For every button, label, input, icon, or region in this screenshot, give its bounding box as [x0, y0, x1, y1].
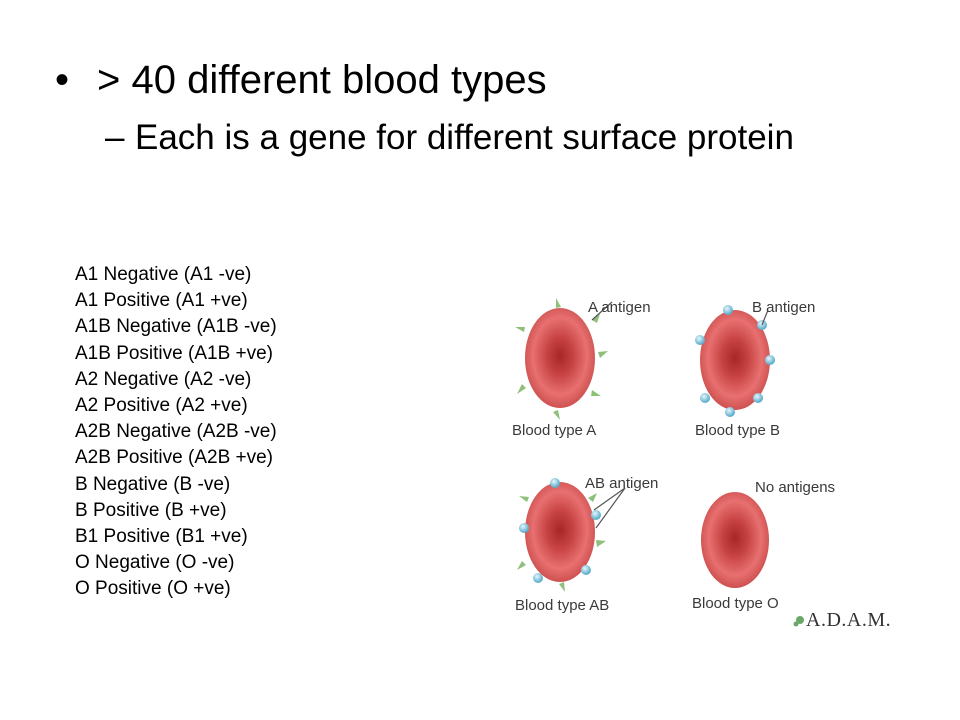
label-blood-type-o: Blood type O — [692, 595, 779, 612]
list-item: O Negative (O -ve) — [75, 552, 235, 574]
sub-bullet-text: Each is a gene for different surface pro… — [135, 118, 794, 157]
main-bullet: • > 40 different blood types — [55, 56, 547, 104]
sub-bullet-dash: – — [105, 118, 125, 157]
cell-type-ab: AB antigen Blood type AB — [515, 475, 658, 614]
b-antigen-pointer — [761, 309, 769, 326]
list-item: A1B Positive (A1B +ve) — [75, 342, 274, 364]
list-item: A1B Negative (A1B -ve) — [75, 316, 277, 338]
main-bullet-text: > 40 different blood types — [97, 58, 547, 102]
list-item: A1 Negative (A1 -ve) — [75, 264, 252, 285]
label-blood-type-ab: Blood type AB — [515, 597, 609, 614]
list-item: A1 Positive (A1 +ve) — [75, 290, 248, 312]
ab-antigen-pointer — [593, 487, 626, 511]
b-antigen-icon — [519, 478, 601, 583]
list-item: B Positive (B +ve) — [75, 499, 227, 521]
a-antigen-pointer — [591, 301, 613, 321]
list-item: B1 Positive (B1 +ve) — [75, 526, 248, 548]
list-item: A2B Negative (A2B -ve) — [75, 421, 277, 443]
list-item: O Positive (O +ve) — [75, 578, 231, 600]
blood-type-diagram: A antigen Blood type A B antigen Blood t… — [500, 270, 900, 640]
label-blood-type-b: Blood type B — [695, 422, 780, 439]
red-cell-a — [525, 308, 595, 408]
list-item: A2 Positive (A2 +ve) — [75, 395, 248, 417]
list-item: B Negative (B -ve) — [75, 473, 231, 495]
label-blood-type-a: Blood type A — [512, 422, 596, 439]
red-cell-o — [701, 492, 769, 588]
logo-text: A.D.A.M. — [806, 609, 891, 631]
blood-types-list: A1 Negative (A1 -ve) A1 Positive (A1 +ve… — [75, 262, 277, 603]
label-no-antigens: No antigens — [755, 479, 835, 496]
bullet-dot: • — [55, 58, 70, 102]
adam-logo: A.D.A.M. — [793, 609, 891, 631]
cell-type-b: B antigen Blood type B — [695, 299, 815, 439]
ab-antigen-pointer — [595, 487, 626, 529]
blood-type-diagram-svg: A antigen Blood type A B antigen Blood t… — [512, 298, 891, 631]
label-a-antigen: A antigen — [588, 299, 651, 316]
list-item: A2B Positive (A2B +ve) — [75, 447, 274, 469]
logo-mark-icon — [796, 616, 804, 624]
cell-type-a: A antigen Blood type A — [512, 298, 651, 439]
label-ab-antigen: AB antigen — [585, 475, 658, 492]
label-b-antigen: B antigen — [752, 299, 815, 316]
list-item: A2 Negative (A2 -ve) — [75, 368, 252, 390]
sub-bullet: –Each is a gene for different surface pr… — [105, 116, 794, 160]
b-antigen-icon — [695, 305, 775, 417]
red-cell-ab — [525, 482, 595, 582]
red-cell-b — [700, 310, 770, 410]
cell-type-o: No antigens Blood type O — [692, 479, 835, 612]
